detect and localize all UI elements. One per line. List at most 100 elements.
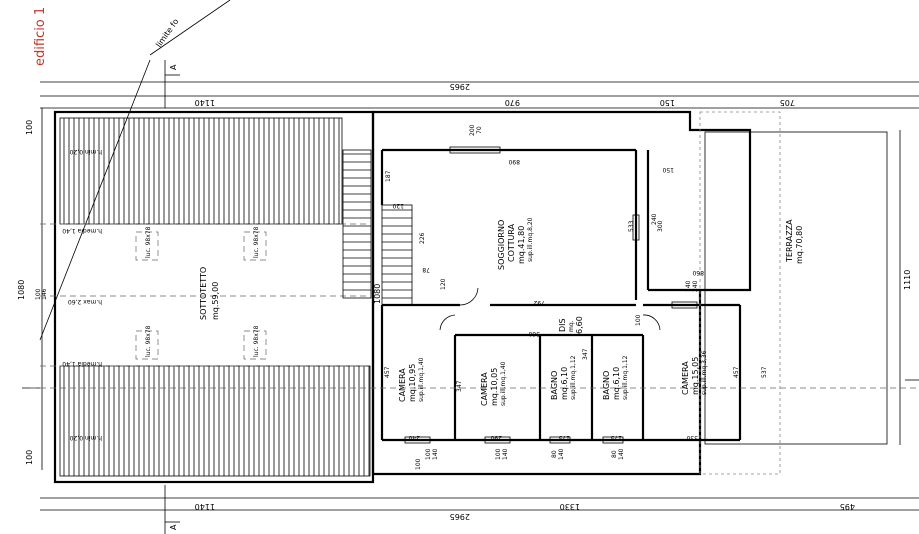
camera1-area: mq.10,95 — [408, 364, 417, 402]
win-100b: 100 — [425, 448, 432, 460]
dim-top-left: 1140 — [195, 98, 215, 107]
svg-text:luc. 98x78: luc. 98x78 — [145, 325, 152, 357]
dim-sog-right: 240 — [651, 213, 658, 225]
dim-860: 860 — [692, 269, 704, 276]
dim-bottom-total: 2965 — [450, 512, 470, 521]
stair-steps — [343, 153, 412, 299]
left-187: 187 — [385, 170, 392, 182]
window-soggiorno-right — [632, 214, 640, 241]
svg-text:A: A — [169, 64, 178, 70]
dim-top-mid: 970 — [505, 98, 520, 107]
win-140a: 140 — [432, 448, 439, 460]
sottotetto-name: SOTTOTETTO — [199, 267, 208, 320]
bagno2-area: mq.6,10 — [612, 367, 621, 400]
soggiorno-name: SOGGIORNO — [497, 220, 506, 270]
dim-140: 140 — [685, 280, 692, 292]
apartment-outline — [371, 110, 752, 476]
dis-area: mq. — [568, 320, 575, 332]
roof-hatch-bottom — [59, 365, 371, 477]
dim-sog-top2: 70 — [476, 126, 483, 134]
dis-area2: 6,60 — [575, 316, 584, 334]
skylight-3: luc. 98x78 — [135, 325, 159, 360]
soggiorno-area: mq.41,80 — [517, 226, 526, 264]
bagno1-area: mq.6,10 — [560, 367, 569, 400]
svg-text:luc. 98x78: luc. 98x78 — [145, 226, 152, 258]
stair-upper — [342, 149, 372, 299]
hmedia-top: h.media 1,40 — [62, 227, 102, 234]
roof-hatch-top — [59, 117, 343, 225]
dim-bottom-right: 495 — [840, 502, 855, 511]
dim-top-mid2: 150 — [660, 98, 675, 107]
bot-175b: 175 — [610, 434, 622, 441]
dim-sog-w: 890 — [508, 158, 520, 165]
window-bagno1 — [549, 436, 571, 444]
sottotetto-area: mq.59,00 — [211, 282, 220, 320]
dim-right-vertical: 1110 — [903, 270, 912, 290]
dim-left-bottom: 100 — [25, 450, 34, 465]
svg-text:A: A — [169, 524, 178, 530]
svg-text:luc. 98x78: luc. 98x78 — [253, 325, 260, 357]
dim-bottom-left: 1140 — [195, 502, 215, 511]
bagno1-name: BAGNO — [550, 371, 559, 400]
window-soggiorno — [449, 146, 501, 154]
win-140c: 140 — [558, 448, 565, 460]
dim-100: 100 — [635, 314, 642, 326]
bot-330: 330 — [686, 434, 698, 441]
hmax: h.max 2,60 — [68, 298, 102, 305]
section-mark-bottom: A — [164, 485, 180, 534]
win-100c: 100 — [495, 448, 502, 460]
camera3-sup: sup.ill.mq.3,36 — [701, 350, 708, 395]
camera3-area: mq.15,05 — [691, 357, 700, 395]
camera1-sup: sup.ill.mq.1,40 — [418, 357, 425, 402]
door-soggiorno — [459, 287, 479, 306]
camera1-name: CAMERA — [398, 368, 407, 402]
dim-240: 240 — [692, 280, 699, 292]
dim-347a: 347 — [456, 380, 463, 392]
dim-top-right: 705 — [780, 98, 795, 107]
hmedia-bottom: h.media 1,40 — [62, 360, 102, 367]
hmin-top: h.min 0,20 — [70, 148, 102, 155]
win-80b: 80 — [611, 450, 618, 458]
stair-a: 120 — [392, 202, 404, 209]
win-80a: 80 — [551, 450, 558, 458]
hmin-bottom: h.min 0,20 — [70, 434, 102, 441]
bagno2-name: BAGNO — [602, 371, 611, 400]
camera2-area: mq.10,05 — [490, 368, 499, 406]
dim-left-146: 146 — [41, 288, 48, 300]
dim-560: 560 — [528, 330, 540, 337]
limit-label: limite fo — [154, 17, 180, 49]
window-camera2 — [484, 436, 511, 444]
dim-left-top: 100 — [25, 120, 34, 135]
bot-240: 240 — [408, 434, 420, 441]
stair-b: 226 — [419, 232, 426, 244]
dim-150: 150 — [662, 166, 674, 173]
dim-347b: 347 — [582, 348, 589, 360]
building-label: edificio 1 — [33, 7, 48, 66]
dim-sog-right2: 300 — [657, 220, 664, 232]
stair-c: 78 — [422, 266, 430, 273]
window-camera3-top — [671, 301, 698, 309]
soggiorno-name2: COTTURA — [507, 223, 516, 262]
dis-name: DIS — [558, 318, 567, 332]
door-camera3 — [642, 314, 661, 331]
dim-left-mid: 1080 — [17, 280, 26, 300]
dim-457b: 457 — [733, 366, 740, 378]
skylight-2: luc. 98x78 — [243, 226, 267, 261]
roof-hatching — [63, 118, 370, 476]
terrazza — [699, 111, 888, 475]
win-140d: 140 — [618, 448, 625, 460]
svg-text:luc. 98x78: luc. 98x78 — [253, 226, 260, 258]
soggiorno-sup: sup.ill.mq.8,20 — [527, 217, 534, 262]
bot-175a: 175 — [558, 434, 570, 441]
bagno1-sup: sup.ill.mq.1,12 — [570, 355, 577, 400]
skylight-4: luc. 98x78 — [243, 325, 267, 360]
window-bagno2 — [602, 436, 624, 444]
camera2-name: CAMERA — [480, 372, 489, 406]
stair-d: 120 — [440, 278, 447, 290]
win-100: 100 — [415, 458, 422, 470]
dim-sog-top: 200 — [469, 124, 476, 136]
dim-bottom-mid: 1330 — [560, 502, 580, 511]
door-camera1 — [439, 314, 456, 331]
section-mark-top: A — [164, 60, 180, 108]
dim-mid-vertical: 1080 — [373, 284, 382, 304]
